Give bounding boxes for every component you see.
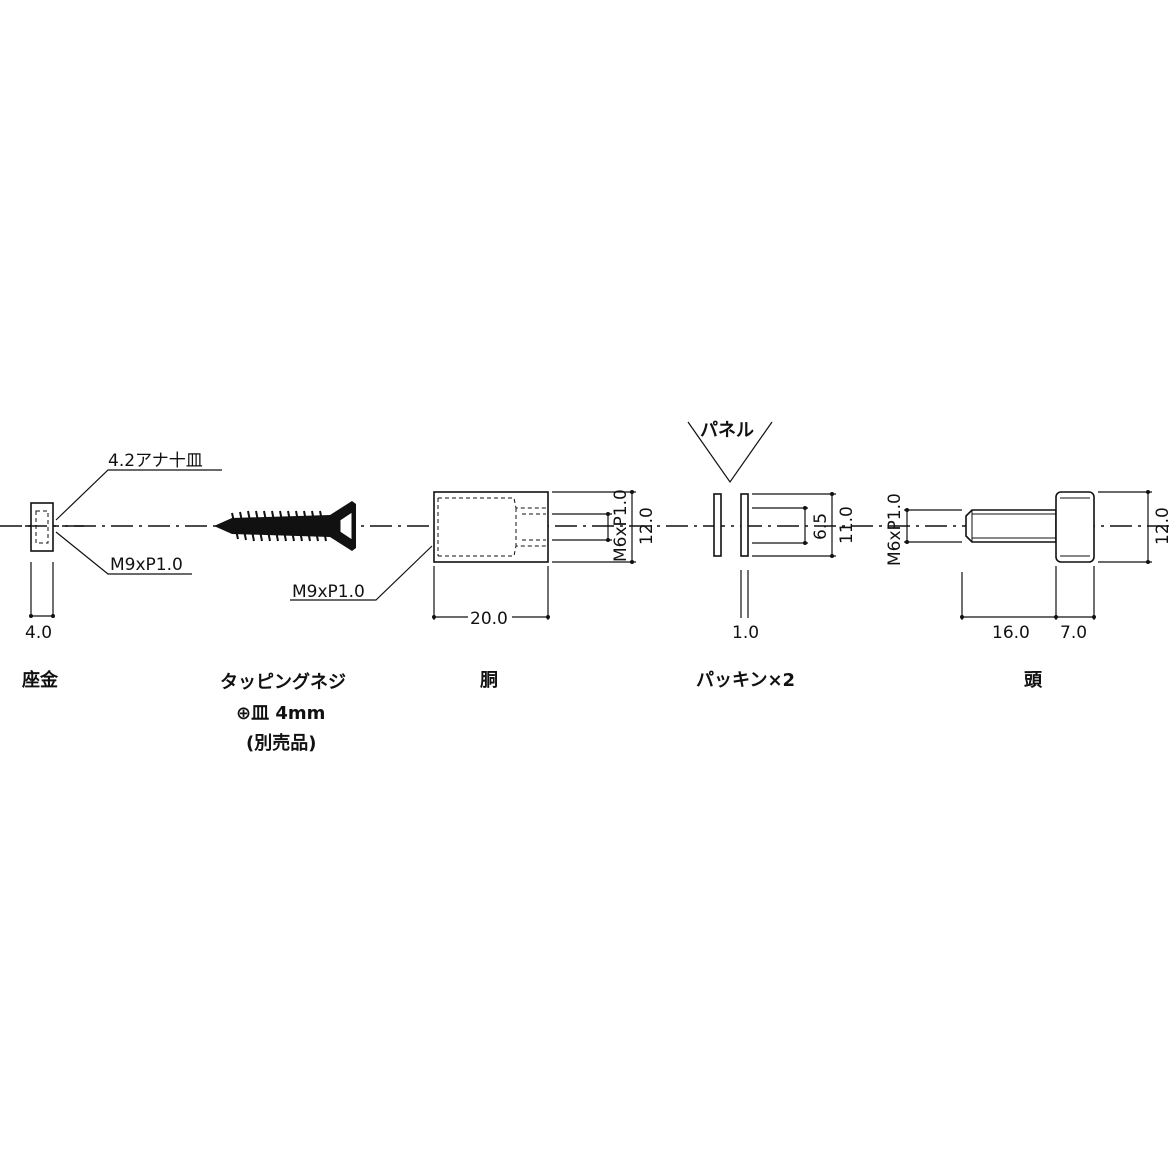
tapping-screw-part: タッピングネジ ⊕皿 4mm (別売品) bbox=[214, 501, 356, 754]
washer-hidden-hole bbox=[35, 510, 49, 544]
head-thread-length-label: 16.0 bbox=[992, 623, 1030, 643]
packing-inner-label: 6.5 bbox=[811, 513, 831, 540]
panel-label: パネル bbox=[700, 420, 754, 441]
head-thread-label: M6xP1.0 bbox=[885, 493, 905, 566]
washer-outline bbox=[30, 502, 54, 552]
body-bore-bottom bbox=[438, 545, 546, 557]
packing-part: パネル 6.5 11.0 1.0 パッキン×2 bbox=[687, 420, 857, 691]
screw-name-line2: ⊕皿 4mm bbox=[236, 703, 325, 724]
packing-right bbox=[740, 493, 749, 557]
body-outline bbox=[433, 491, 549, 563]
body-length-label: 20.0 bbox=[470, 609, 508, 629]
washer-thread-label: M9xP1.0 bbox=[110, 555, 183, 575]
packing-outer-label: 11.0 bbox=[837, 506, 857, 544]
packing-name: パッキン×2 bbox=[696, 670, 795, 691]
washer-part: 4.2アナ十皿 M9xP1.0 4.0 座金 bbox=[22, 451, 222, 691]
packing-thickness-label: 1.0 bbox=[732, 623, 759, 643]
body-bore-top bbox=[438, 497, 546, 509]
head-part: M6xP1.0 12.0 16.0 7.0 頭 bbox=[885, 490, 1172, 691]
washer-bottom-leader bbox=[55, 531, 192, 575]
body-thread-label: M9xP1.0 bbox=[292, 582, 365, 602]
washer-dim-width: 4.0 bbox=[25, 623, 52, 643]
packing-left bbox=[713, 493, 722, 557]
screw-threads bbox=[231, 510, 327, 542]
panel-marker bbox=[687, 421, 773, 484]
screw-name-line1: タッピングネジ bbox=[220, 671, 346, 693]
head-knob bbox=[1055, 491, 1095, 563]
screw-name-line3: (別売品) bbox=[246, 732, 316, 754]
washer-hole-label: 4.2アナ十皿 bbox=[108, 451, 203, 471]
body-height-label: 12.0 bbox=[637, 507, 657, 545]
screw-head-recess bbox=[339, 511, 353, 541]
head-stud bbox=[965, 509, 1057, 543]
head-height-label: 12.0 bbox=[1153, 507, 1172, 545]
body-thread-leader bbox=[290, 545, 433, 601]
body-part: M9xP1.0 M6xP1.0 12.0 20.0 胴 bbox=[290, 489, 657, 691]
washer-name: 座金 bbox=[22, 669, 59, 691]
head-knob-length-label: 7.0 bbox=[1060, 623, 1087, 643]
washer-top-leader bbox=[55, 469, 222, 521]
body-inner-label: M6xP1.0 bbox=[611, 489, 631, 562]
body-name: 胴 bbox=[480, 670, 498, 691]
head-name: 頭 bbox=[1024, 670, 1043, 691]
